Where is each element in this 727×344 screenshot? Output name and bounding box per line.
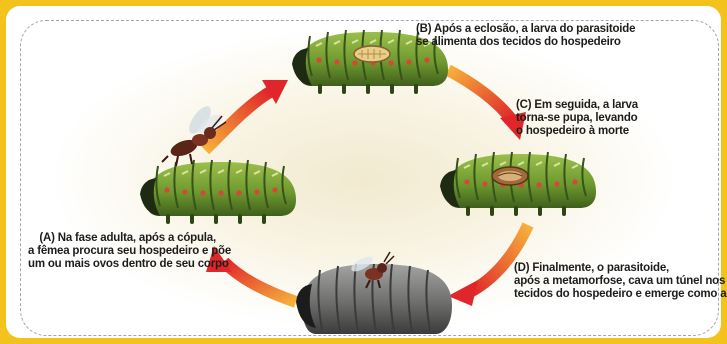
caption-a-line-2: a fêmea procura seu hospedeiro e põe bbox=[28, 245, 216, 258]
caption-d-line-3: tecidos do hospedeiro e emerge como adul… bbox=[514, 288, 727, 301]
caption-b: (B) Após a eclosão, a larva do parasitoi… bbox=[416, 23, 635, 49]
arrow-b-to-c bbox=[448, 70, 512, 120]
caterpillar-c bbox=[440, 152, 596, 214]
caption-a-line-1: (A) Na fase adulta, após a cópula, bbox=[28, 232, 216, 245]
caption-d: (D) Finalmente, o parasitoide, após a me… bbox=[514, 262, 727, 301]
caption-c-line-3: o hospedeiro à morte bbox=[516, 125, 638, 138]
caption-c-line-2: torna-se pupa, levando bbox=[516, 112, 638, 125]
caption-a: (A) Na fase adulta, após a cópula, a fêm… bbox=[28, 232, 216, 271]
caption-a-line-3: um ou mais ovos dentro de seu corpo bbox=[28, 258, 216, 271]
caption-b-line-2: se alimenta dos tecidos do hospedeiro bbox=[416, 36, 635, 49]
caption-d-line-1: (D) Finalmente, o parasitoide, bbox=[514, 262, 727, 275]
caption-b-line-1: (B) Após a eclosão, a larva do parasitoi… bbox=[416, 23, 635, 36]
caterpillar-a bbox=[140, 160, 296, 222]
arrow-d-to-a bbox=[224, 262, 296, 302]
caption-c-line-1: (C) Em seguida, a larva bbox=[516, 99, 638, 112]
arrow-c-to-d-head bbox=[448, 280, 478, 306]
caption-c: (C) Em seguida, a larva torna-se pupa, l… bbox=[516, 99, 638, 138]
caption-d-line-2: após a metamorfose, cava um túnel nos bbox=[514, 275, 727, 288]
